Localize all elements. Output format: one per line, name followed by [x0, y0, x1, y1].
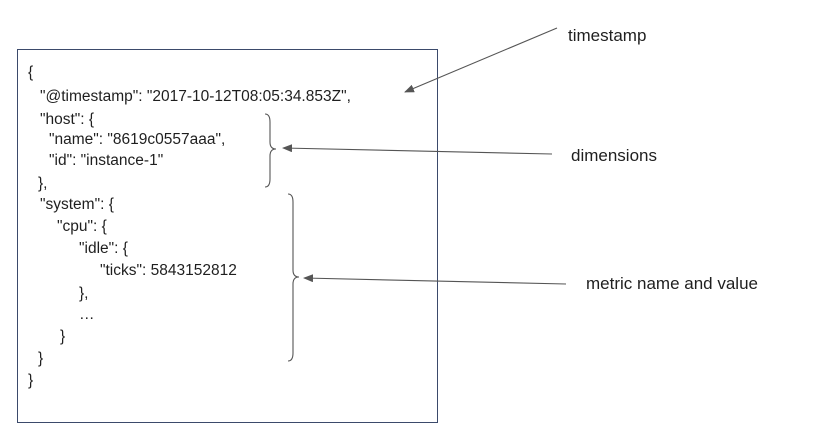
- json-document-box: [17, 49, 438, 423]
- json-line-ticks: "ticks": 5843152812: [100, 262, 237, 279]
- json-line-host-close: },: [38, 175, 48, 192]
- json-line-ellipsis: …: [79, 306, 95, 323]
- json-line-host-open: "host": {: [40, 111, 95, 128]
- json-line-cpu-close: }: [60, 328, 66, 345]
- json-line-host-name: "name": "8619c0557aaa",: [49, 131, 226, 148]
- json-line-open-brace: {: [28, 64, 34, 81]
- label-metric: metric name and value: [586, 274, 758, 293]
- label-dimensions: dimensions: [571, 146, 657, 165]
- json-line-host-id: "id": "instance-1": [49, 152, 164, 169]
- json-line-cpu-open: "cpu": {: [57, 218, 107, 235]
- json-line-timestamp: "@timestamp": "2017-10-12T08:05:34.853Z"…: [40, 88, 351, 105]
- json-line-system-open: "system": {: [40, 196, 114, 213]
- json-line-idle-close: },: [79, 285, 89, 302]
- json-line-idle-open: "idle": {: [79, 240, 128, 257]
- json-line-close-brace: }: [28, 372, 34, 389]
- json-line-system-close: }: [38, 350, 44, 367]
- label-timestamp: timestamp: [568, 26, 647, 45]
